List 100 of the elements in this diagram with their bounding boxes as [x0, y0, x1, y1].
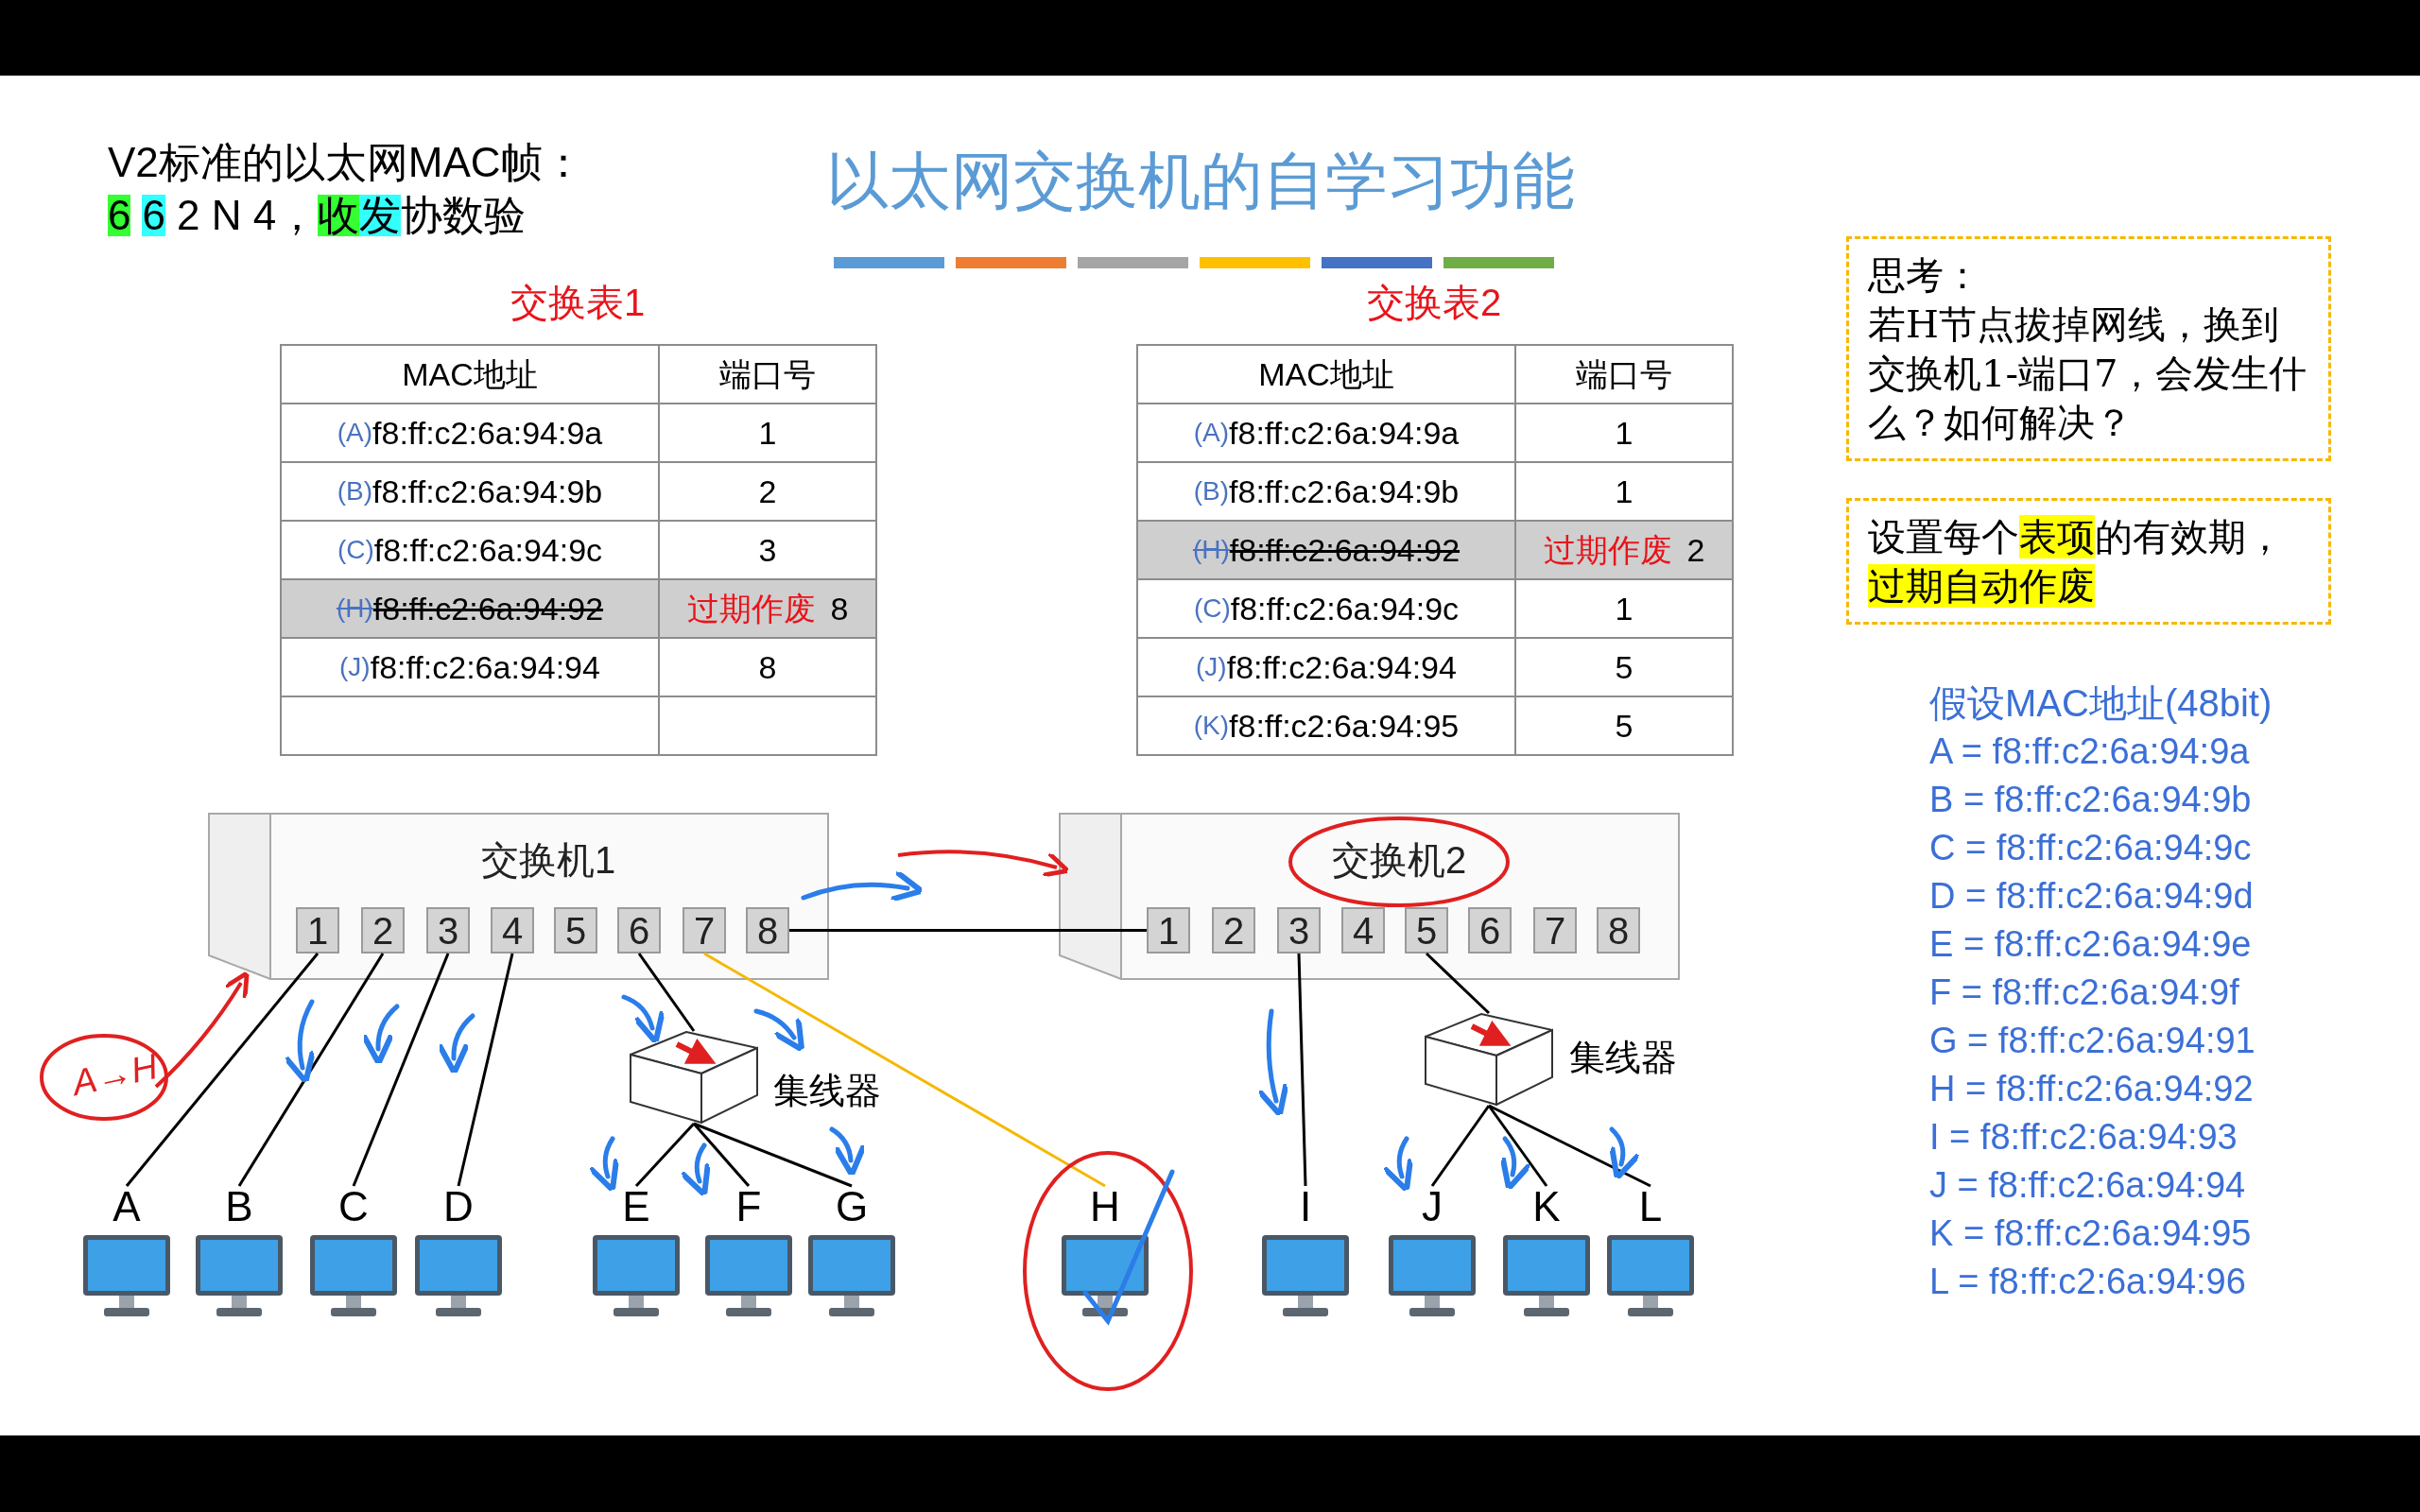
mac-address: f8:ff:c2:6a:94:9a	[1229, 413, 1460, 453]
expired-note: 过期作废	[686, 589, 816, 628]
computer-label: B	[225, 1186, 253, 1228]
note-heading: 思考：	[1868, 252, 1982, 299]
switch-label: 交换机2	[1331, 841, 1467, 879]
mac-address: f8:ff:c2:6a:94:9b	[372, 472, 603, 511]
network-cable	[693, 1122, 853, 1188]
switch-port: 4	[1341, 907, 1385, 954]
mac-list-item: A = f8:ff:c2:6a:94:9a	[1929, 730, 2251, 773]
computer-label: J	[1422, 1186, 1443, 1228]
switch-port: 7	[683, 907, 726, 954]
row-tag: (B)	[1193, 472, 1230, 511]
network-cable	[789, 929, 1147, 932]
computer-label: A	[112, 1186, 141, 1228]
slide-title: 以太网交换机的自学习功能	[826, 149, 1575, 212]
switch-port: 3	[426, 907, 470, 954]
mac-list-item: I = f8:ff:c2:6a:94:93	[1929, 1116, 2238, 1159]
port-number: 5	[1615, 706, 1634, 746]
switch-port: 1	[1147, 907, 1190, 954]
port-number: 1	[1615, 413, 1634, 453]
mac-list-item: J = f8:ff:c2:6a:94:94	[1929, 1164, 2247, 1207]
network-cable	[237, 953, 385, 1187]
frame-format-text: 协数验	[401, 195, 527, 236]
hub	[1425, 1013, 1553, 1106]
mac-list-item: K = f8:ff:c2:6a:94:95	[1929, 1212, 2253, 1255]
expired-note: 过期作废	[1543, 530, 1672, 570]
mac-address: f8:ff:c2:6a:94:9c	[373, 530, 603, 570]
network-cable	[1430, 1105, 1491, 1187]
table-title: 交换表1	[509, 284, 647, 321]
mac-list-item: C = f8:ff:c2:6a:94:9c	[1929, 827, 2253, 869]
mac-list-item: H = f8:ff:c2:6a:94:92	[1929, 1068, 2255, 1110]
network-cable	[352, 953, 450, 1187]
highlighted-text: 过期自动作废	[1868, 564, 2095, 608]
row-tag: (H)	[1192, 530, 1230, 570]
computer-label: I	[1299, 1186, 1312, 1228]
hub	[630, 1031, 758, 1124]
mac-list-item: E = f8:ff:c2:6a:94:9e	[1929, 923, 2253, 966]
network-cable	[1487, 1105, 1548, 1187]
note-box	[1846, 498, 2331, 625]
computer-label: E	[622, 1186, 650, 1228]
row-tag: (C)	[1193, 589, 1231, 628]
network-cable	[1488, 1104, 1651, 1188]
network-cable	[637, 953, 696, 1032]
switch-port: 7	[1533, 907, 1577, 954]
computer-label: K	[1532, 1186, 1561, 1228]
highlighted-text: 表项	[2019, 515, 2095, 558]
computer-label: L	[1638, 1186, 1663, 1228]
port-number: 8	[758, 647, 777, 687]
network-cable	[634, 1123, 696, 1187]
port-number: 1	[758, 413, 777, 453]
computer-label: H	[1090, 1186, 1120, 1228]
column-header: 端口号	[719, 354, 816, 394]
mac-list-item: G = f8:ff:c2:6a:94:91	[1929, 1020, 2256, 1062]
port-number: 8	[830, 589, 849, 628]
mac-list-item: L = f8:ff:c2:6a:94:96	[1929, 1261, 2247, 1303]
hub-label: 集线器	[773, 1073, 881, 1108]
switch-port: 5	[1405, 907, 1448, 954]
switch-label: 交换机1	[480, 841, 616, 879]
mac-address: f8:ff:c2:6a:94:9c	[1230, 589, 1460, 628]
table-title: 交换表2	[1365, 284, 1503, 321]
mac-address: f8:ff:c2:6a:94:94	[1226, 647, 1457, 687]
highlighted-cable	[703, 952, 1106, 1188]
mac-address: f8:ff:c2:6a:94:9a	[372, 413, 603, 453]
switch-port: 2	[361, 907, 405, 954]
network-cable	[457, 953, 514, 1187]
port-number: 1	[1615, 472, 1634, 511]
note-text: 的有效期，	[2095, 515, 2284, 558]
switch-port: 2	[1212, 907, 1255, 954]
handwritten-note: A→H	[69, 1048, 161, 1101]
switch-port: 8	[1597, 907, 1640, 954]
port-number: 2	[758, 472, 777, 511]
column-header: MAC地址	[1258, 354, 1394, 394]
computer-label: F	[735, 1186, 762, 1228]
row-tag: (A)	[337, 413, 373, 453]
mac-address: f8:ff:c2:6a:94:92	[1229, 530, 1461, 570]
mac-list-item: B = f8:ff:c2:6a:94:9b	[1929, 779, 2253, 821]
note-box	[1846, 236, 2331, 461]
port-number: 2	[1686, 530, 1705, 570]
note-text: 若H节点拔掉网线，换到交换机1-端口7，会发生什么？如何解决？	[1868, 301, 2308, 446]
port-number: 3	[758, 530, 777, 570]
row-tag: (A)	[1193, 413, 1230, 453]
mac-address: f8:ff:c2:6a:94:94	[370, 647, 600, 687]
hub-label: 集线器	[1569, 1040, 1677, 1075]
port-number: 5	[1615, 647, 1634, 687]
network-cable	[692, 1123, 751, 1187]
row-tag: (J)	[339, 647, 371, 687]
row-tag: (H)	[336, 589, 373, 628]
switch-port: 6	[617, 907, 661, 954]
mac-list-heading: 假设MAC地址(48bit)	[1929, 681, 2273, 726]
mac-list-item: D = f8:ff:c2:6a:94:9d	[1929, 875, 2255, 918]
computer-label: D	[443, 1186, 474, 1228]
network-cable	[125, 953, 320, 1187]
frame-format-text: 2 N 4，	[176, 195, 319, 236]
frame-format-text: V2标准的以太网MAC帧：	[108, 142, 584, 183]
column-header: 端口号	[1576, 354, 1672, 394]
mac-list-item: F = f8:ff:c2:6a:94:9f	[1929, 971, 2240, 1014]
note-text: 设置每个	[1868, 515, 2019, 558]
highlighted-text: 6	[108, 195, 131, 236]
switch-port: 6	[1468, 907, 1512, 954]
mac-address: f8:ff:c2:6a:94:95	[1229, 706, 1460, 746]
